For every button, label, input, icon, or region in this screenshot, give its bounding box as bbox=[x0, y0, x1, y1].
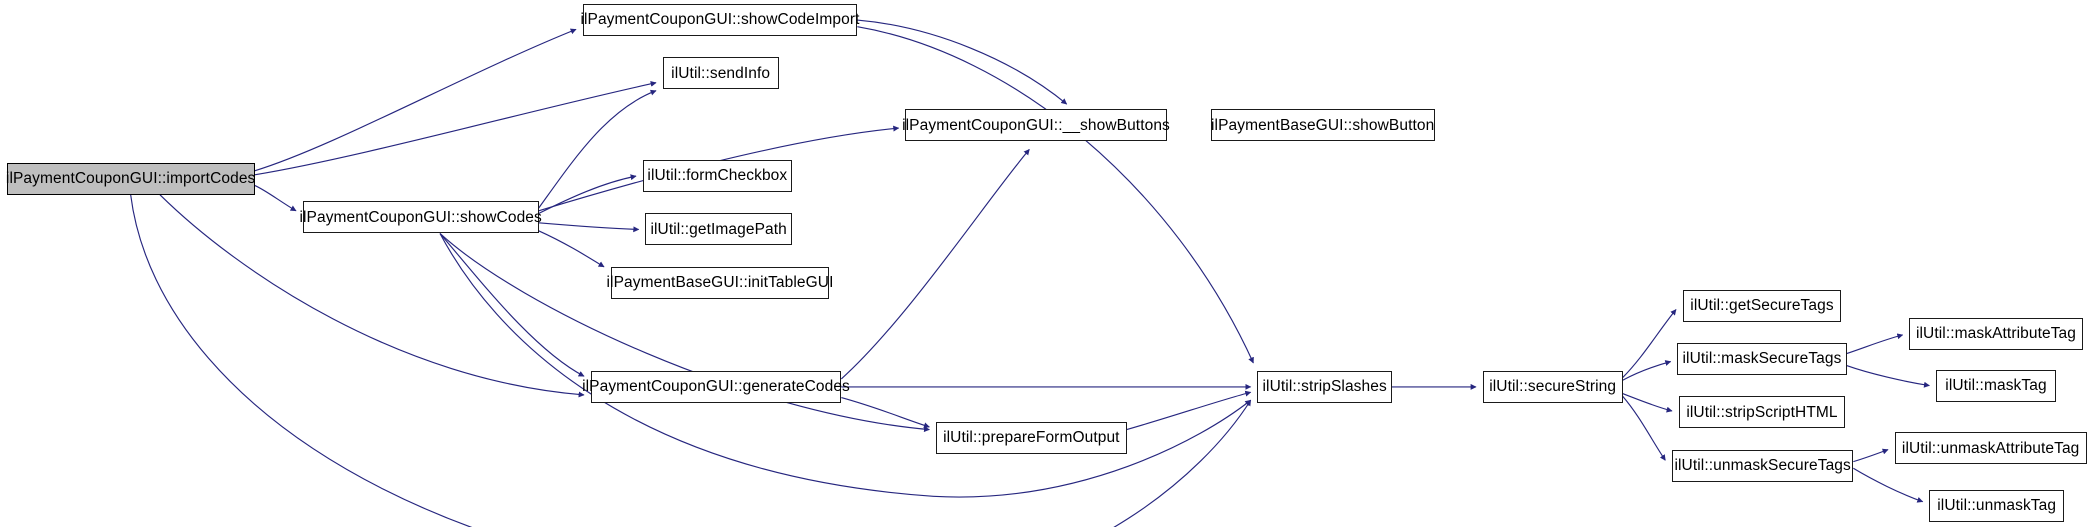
node-getImagePath[interactable]: ilUtil::getImagePath bbox=[645, 213, 792, 246]
edge-secureString-to-unmaskSecureTags bbox=[1623, 396, 1666, 461]
edge-importCodes-to-sendInfo bbox=[255, 80, 657, 175]
edge-maskSecureTags-to-maskAttributeTag bbox=[1847, 332, 1904, 354]
node-showCodes[interactable]: ilPaymentCouponGUI::showCodes bbox=[299, 201, 542, 234]
edge-showCodes-to-getImagePath bbox=[539, 223, 640, 234]
node-stripScriptHTML[interactable]: ilUtil::stripScriptHTML bbox=[1678, 396, 1846, 429]
node-initTableGUI[interactable]: ilPaymentBaseGUI::initTableGUI bbox=[607, 266, 833, 299]
edge-showCodes-to-stripSlashes bbox=[440, 233, 1252, 497]
edge-secureString-to-maskSecureTags bbox=[1623, 359, 1672, 381]
edge-importCodes-to-showCodes bbox=[255, 185, 297, 210]
node-maskSecureTags[interactable]: ilUtil::maskSecureTags bbox=[1677, 342, 1847, 375]
edge-unmaskSecureTags-to-unmaskTag bbox=[1853, 468, 1924, 504]
node-formCheckbox[interactable]: ilUtil::formCheckbox bbox=[642, 160, 792, 193]
node-importCodes[interactable]: ilPaymentCouponGUI::importCodes bbox=[6, 162, 255, 195]
edge-showCodes-to-initTableGUI bbox=[539, 231, 605, 267]
node-showButton[interactable]: ilPaymentBaseGUI::showButton bbox=[1210, 109, 1435, 142]
node-getSecureTags[interactable]: ilUtil::getSecureTags bbox=[1682, 289, 1842, 322]
node-showButtons[interactable]: ilPaymentCouponGUI::__showButtons bbox=[902, 109, 1170, 142]
edge-showCodeImport-to-stripSlashes bbox=[857, 27, 1253, 364]
edge-importCodes-to-showCodeImport bbox=[255, 28, 577, 170]
node-generateCodes[interactable]: ilPaymentCouponGUI::generateCodes bbox=[582, 370, 850, 403]
node-unmaskSecureTags[interactable]: ilUtil::unmaskSecureTags bbox=[1672, 449, 1854, 482]
edge-generateCodes-to-showButtons bbox=[841, 148, 1029, 378]
node-maskAttributeTag[interactable]: ilUtil::maskAttributeTag bbox=[1909, 317, 2083, 350]
edge-showCodes-to-generateCodes bbox=[440, 233, 585, 376]
edge-secureString-to-getSecureTags bbox=[1623, 308, 1676, 378]
node-unmaskAttributeTag[interactable]: ilUtil::unmaskAttributeTag bbox=[1894, 432, 2087, 465]
node-maskTag[interactable]: ilUtil::maskTag bbox=[1936, 369, 2056, 402]
node-secureString[interactable]: ilUtil::secureString bbox=[1482, 370, 1623, 403]
edge-showCodeImport-to-showButtons bbox=[857, 20, 1068, 104]
edge-prepareFormOutput-to-stripSlashes bbox=[1127, 390, 1252, 429]
edge-showCodes-to-sendInfo bbox=[539, 89, 657, 208]
edge-unmaskSecureTags-to-unmaskAttributeTag bbox=[1853, 448, 1889, 462]
node-unmaskTag[interactable]: ilUtil::unmaskTag bbox=[1929, 489, 2064, 522]
edge-secureString-to-stripScriptHTML bbox=[1623, 394, 1673, 414]
node-sendInfo[interactable]: ilUtil::sendInfo bbox=[662, 57, 779, 90]
edge-showCodes-to-formCheckbox bbox=[539, 173, 637, 213]
edge-maskSecureTags-to-maskTag bbox=[1847, 366, 1931, 389]
edge-generateCodes-to-prepareFormOutput bbox=[841, 398, 931, 429]
node-stripSlashes[interactable]: ilUtil::stripSlashes bbox=[1257, 370, 1392, 403]
node-prepareFormOutput[interactable]: ilUtil::prepareFormOutput bbox=[936, 421, 1127, 454]
node-showCodeImport[interactable]: ilPaymentCouponGUI::showCodeImport bbox=[580, 4, 859, 37]
